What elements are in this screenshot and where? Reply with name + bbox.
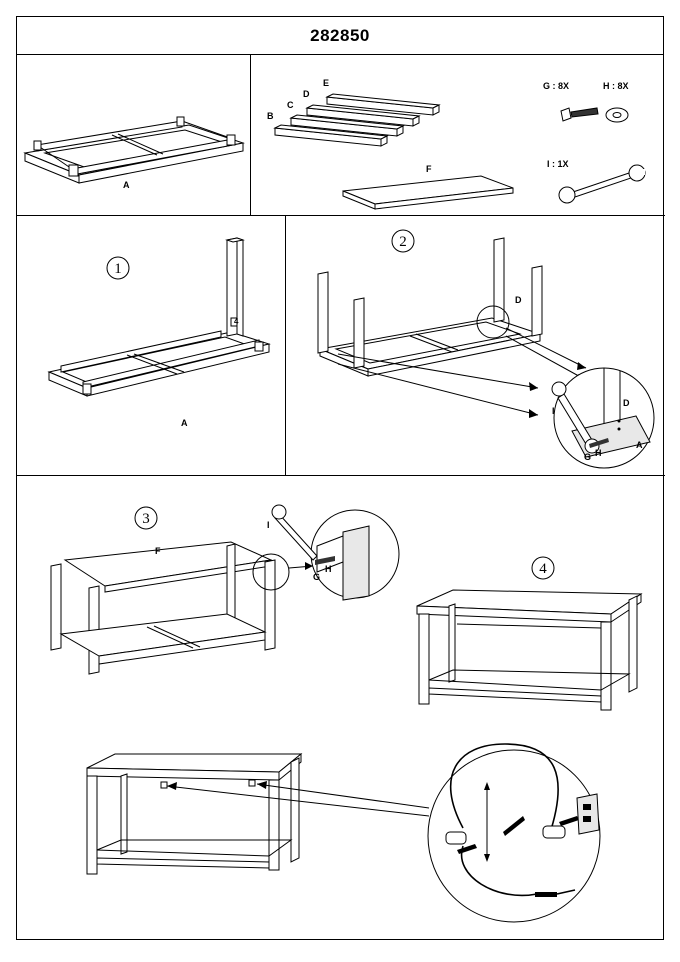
shelf-f <box>342 175 514 210</box>
leg-number-label: 4 <box>234 317 239 326</box>
instruction-sheet: 282850 A <box>16 16 665 941</box>
step-4-number: 4 <box>539 561 547 577</box>
parts-drawing: B C D E F G : 8X H : 8X I <box>267 78 646 210</box>
detail-wrench-label: I <box>552 406 555 416</box>
detail-bolt-label: G <box>584 452 591 462</box>
detail-leg-label: D <box>623 398 630 408</box>
frame-a-label: A <box>123 180 130 190</box>
step-2-badge <box>391 229 415 253</box>
rail-c-label: C <box>287 100 294 110</box>
bolt-icon <box>560 107 599 122</box>
rail-e-label: E <box>323 78 329 88</box>
parts-hardware-panel: B C D E F G : 8X H : 8X I <box>251 55 665 216</box>
step-4-finished-table <box>416 589 643 711</box>
model-number: 282850 <box>310 25 370 45</box>
wrench-icon <box>558 164 646 204</box>
model-number-title: 282850 <box>17 17 663 55</box>
step-3-shelf-label: F <box>155 546 161 556</box>
step-4-badge <box>531 556 555 580</box>
frame-a-drawing: A <box>23 116 245 190</box>
step-1-badge <box>106 256 130 280</box>
shelf-f-label: F <box>426 164 432 174</box>
cable-lock-table <box>86 752 303 875</box>
wrench-i-label: I : 1X <box>547 159 569 169</box>
rail-d-label: D <box>303 89 310 99</box>
detail-frame-label: A <box>636 440 643 450</box>
step-2-callout-label: D <box>515 295 522 305</box>
steps-3-4-drawing: 3 F <box>50 504 643 923</box>
step-1-number: 1 <box>114 261 122 277</box>
rail-b <box>273 124 389 147</box>
steps-3-4-panel: 3 F <box>17 476 665 941</box>
rail-b-label: B <box>267 111 274 121</box>
cable-detail <box>427 743 601 923</box>
step-3-table: F <box>50 541 290 675</box>
step-1-drawing: 1 4 A <box>47 237 271 428</box>
washer-icon <box>605 107 629 123</box>
step-3-washer-label: H <box>325 564 332 574</box>
step-1-frame-label: A <box>181 418 188 428</box>
step-3-number: 3 <box>142 511 150 527</box>
bolt-g-label: G : 8X <box>543 81 569 91</box>
parts-frame-panel: A <box>17 55 251 216</box>
rail-c <box>289 114 405 137</box>
step-1-panel: 1 4 A <box>17 216 286 476</box>
rail-d <box>305 104 421 127</box>
step-3-wrench-label: I <box>267 520 270 530</box>
detail-washer-label: H <box>595 448 602 458</box>
step-2-number: 2 <box>399 234 407 250</box>
washer-h-label: H : 8X <box>603 81 629 91</box>
step-3-bolt-label: G <box>313 572 320 582</box>
step-2-panel: 2 D <box>286 216 665 476</box>
rail-e <box>325 93 441 116</box>
step-3-badge <box>134 506 158 530</box>
step-2-drawing: 2 D <box>317 229 655 469</box>
